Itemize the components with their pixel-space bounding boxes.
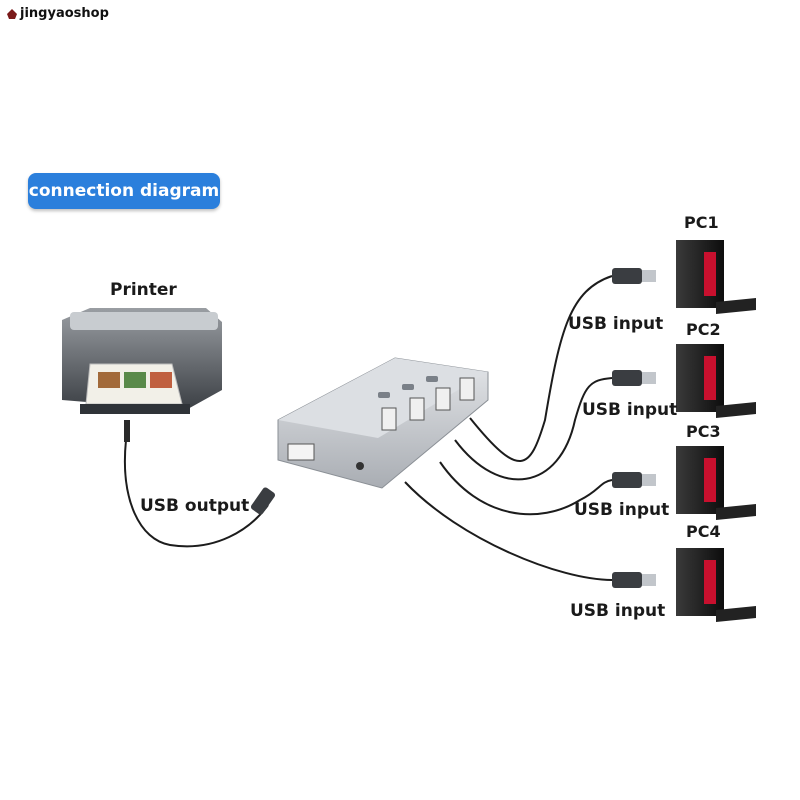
pc2-link-label: USB input <box>582 400 678 420</box>
usb-plug-icon <box>612 268 642 284</box>
pc3-link-label: USB input <box>574 500 670 520</box>
usb-plugs <box>250 268 656 588</box>
pc2-cable <box>454 377 613 481</box>
pc3-label: PC3 <box>686 422 721 441</box>
usb-plug-icon <box>612 572 642 588</box>
pc1-cable <box>469 275 613 462</box>
pc2-tower-icon <box>676 344 756 418</box>
pc4-label: PC4 <box>686 522 721 541</box>
usb-plug-icon <box>250 487 276 515</box>
shop-icon <box>7 8 17 19</box>
pc1-link-label: USB input <box>568 314 664 334</box>
printer-icon <box>62 308 222 442</box>
pc4-cable <box>404 481 613 581</box>
usb-plug-icon <box>612 370 642 386</box>
pc3-tower-icon <box>676 446 756 520</box>
usb-plug-icon <box>612 472 642 488</box>
diagram-title: connection diagram <box>28 173 220 209</box>
pc1-tower-icon <box>676 240 756 314</box>
pc2-label: PC2 <box>686 320 721 339</box>
printer-label: Printer <box>110 280 177 300</box>
pc4-tower-icon <box>676 548 756 622</box>
pc3-cable <box>439 461 613 516</box>
usb-switch-icon <box>277 357 489 489</box>
watermark-text: jingyaoshop <box>20 6 109 21</box>
printer-cable <box>124 439 269 548</box>
pc1-label: PC1 <box>684 213 719 232</box>
pc4-link-label: USB input <box>570 601 666 621</box>
watermark: jingyaoshop <box>6 6 109 21</box>
cables <box>124 275 613 581</box>
usb-output-label: USB output <box>140 496 250 516</box>
